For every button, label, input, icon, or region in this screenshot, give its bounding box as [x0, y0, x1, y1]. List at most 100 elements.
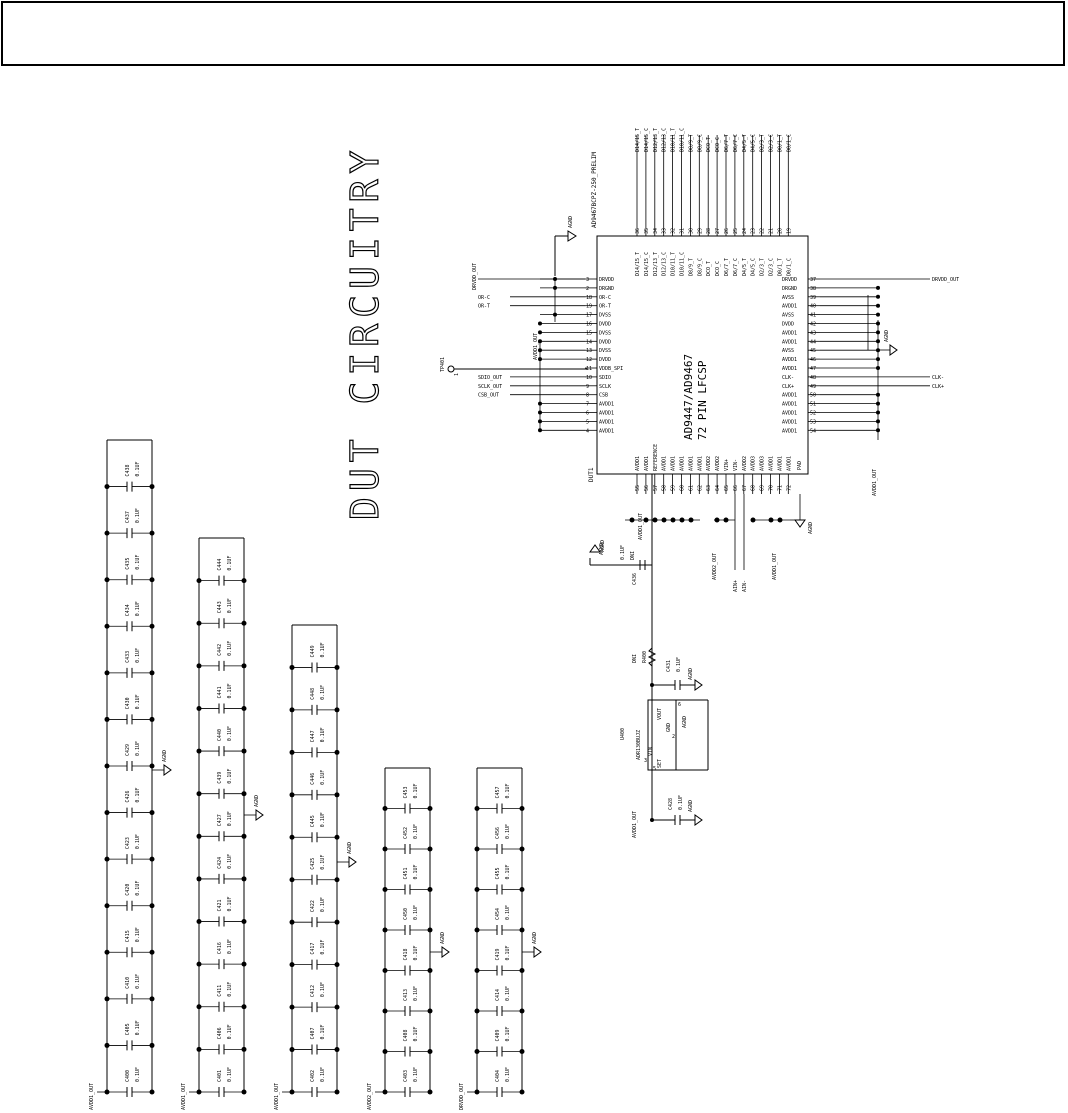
cap-value: 0.1UF	[505, 824, 511, 839]
junction-dot	[427, 1008, 433, 1014]
dut-pin-name: D12/13_C	[662, 252, 668, 276]
dut-pin-name: D8/9_T	[688, 258, 694, 276]
agnd-label: AGND	[568, 216, 574, 228]
net-label: D10/11_T	[671, 128, 677, 152]
dut-pin-number: 60	[680, 485, 686, 491]
junction-dot	[670, 517, 676, 523]
dut-pin-number: 41	[810, 313, 816, 319]
dut-pin-name: AVDD1	[782, 419, 797, 425]
dut-pin-number: 2	[586, 286, 589, 292]
dut-pin-name: D4/5_T	[742, 258, 748, 276]
bank-net-label: AVDD2_OUT	[367, 1083, 373, 1110]
junction-dot	[382, 887, 388, 892]
u400-pin-vout: 6	[678, 702, 681, 708]
net-label: CLK-	[932, 375, 944, 381]
dut-pin-number: 55	[635, 485, 641, 491]
cap-refdes: C454	[495, 908, 501, 920]
dut-chip: AD9447/AD9467 72 PIN LFCSP AD9467BCPZ-25…	[472, 128, 959, 592]
cap-refdes: C446	[310, 773, 316, 785]
junction-dot	[723, 517, 729, 523]
dut-pin-number: 59	[671, 485, 677, 491]
cap-value: 0.1UF	[320, 770, 326, 785]
dut-pin-name: AVDD1	[769, 456, 775, 471]
u400-gnd: GND	[666, 723, 672, 732]
junction-dot	[149, 530, 155, 536]
dut-pin-number: 52	[810, 411, 816, 417]
dut-pin-number: 16	[586, 322, 592, 328]
dut-pin-name: CLK+	[782, 384, 794, 390]
junction-dot	[382, 1008, 388, 1014]
junction-dot	[538, 330, 542, 335]
cap-refdes: C443	[217, 601, 223, 613]
cap-value: 0.1UF	[135, 927, 141, 942]
dut-body-text-2: 72 PIN LFCSP	[696, 360, 709, 440]
dut-pin-name: AVDD1	[680, 456, 686, 471]
junction-dot	[149, 623, 155, 629]
cap-value: 0.1UF	[413, 905, 419, 920]
junction-dot	[289, 834, 295, 840]
net-label: D6/7_C	[733, 134, 739, 152]
cap-value: 0.1UF	[135, 601, 141, 616]
cap-refdes: C427	[217, 814, 223, 826]
dut-pin-name: OR-T	[599, 304, 611, 310]
cap-refdes: C425	[310, 858, 316, 870]
dut-pin-number: 46	[810, 357, 816, 363]
dut-pin-number: 30	[688, 228, 694, 234]
net-label: DRVDD_OUT	[932, 277, 959, 283]
agnd-label: AGND	[347, 842, 353, 854]
cap-refdes: C447	[310, 730, 316, 742]
dut-pin-number: 23	[751, 228, 757, 234]
dut-pin-name: D14/15_T	[635, 252, 641, 276]
agnd-label: AGND	[600, 540, 606, 552]
dut-pin-number: 67	[742, 485, 748, 491]
junction-dot	[427, 1089, 433, 1095]
dut-pin-number: 63	[706, 485, 712, 491]
cap-value: 0.1UF	[135, 1067, 141, 1082]
junction-dot	[679, 517, 685, 523]
cap-value: 0.1UF	[227, 982, 233, 997]
dut-pin-number: 53	[810, 419, 816, 425]
junction-dot	[474, 846, 480, 852]
junction-dot	[104, 670, 110, 676]
cap-value: 0.1UF	[320, 727, 326, 742]
dut-pin-number: 51	[810, 402, 816, 408]
junction-dot	[149, 670, 155, 676]
cap-refdes: C448	[310, 688, 316, 700]
dut-pin-name: AVDD1	[782, 402, 797, 408]
cap-refdes: C444	[217, 559, 223, 571]
dut-pin-name: D14/15_C	[644, 252, 650, 276]
junction-dot	[643, 517, 649, 523]
cap-refdes: C401	[217, 1070, 223, 1082]
junction-dot	[652, 517, 658, 523]
dut-pin-name: DRGND	[599, 286, 614, 292]
sheet-title: DUT CIRCUITRY	[343, 145, 387, 520]
dut-pin-number: 31	[680, 228, 686, 234]
cap-value: 0.1UF	[227, 811, 233, 826]
cap-value: 0.1UF	[135, 834, 141, 849]
dut-pin-name: AVDD1	[635, 456, 641, 471]
dut-refdes: DUT1	[588, 467, 595, 482]
dut-pin-name: D10/11_T	[671, 252, 677, 276]
cap-value: 0.1UF	[135, 974, 141, 989]
cap-refdes: C457	[495, 786, 501, 798]
dut-pin-name: D10/11_C	[680, 252, 686, 276]
junction-dot	[196, 961, 202, 967]
cap-value: 0.1UF	[135, 508, 141, 523]
cap-refdes: C414	[495, 989, 501, 1001]
c436-note: DNI	[630, 551, 636, 560]
junction-dot	[334, 834, 340, 840]
dut-pin-name: D2/3_T	[760, 258, 766, 276]
junction-dot	[149, 484, 155, 490]
dut-pin-name: D6/7_T	[724, 258, 730, 276]
junction-dot	[474, 887, 480, 892]
